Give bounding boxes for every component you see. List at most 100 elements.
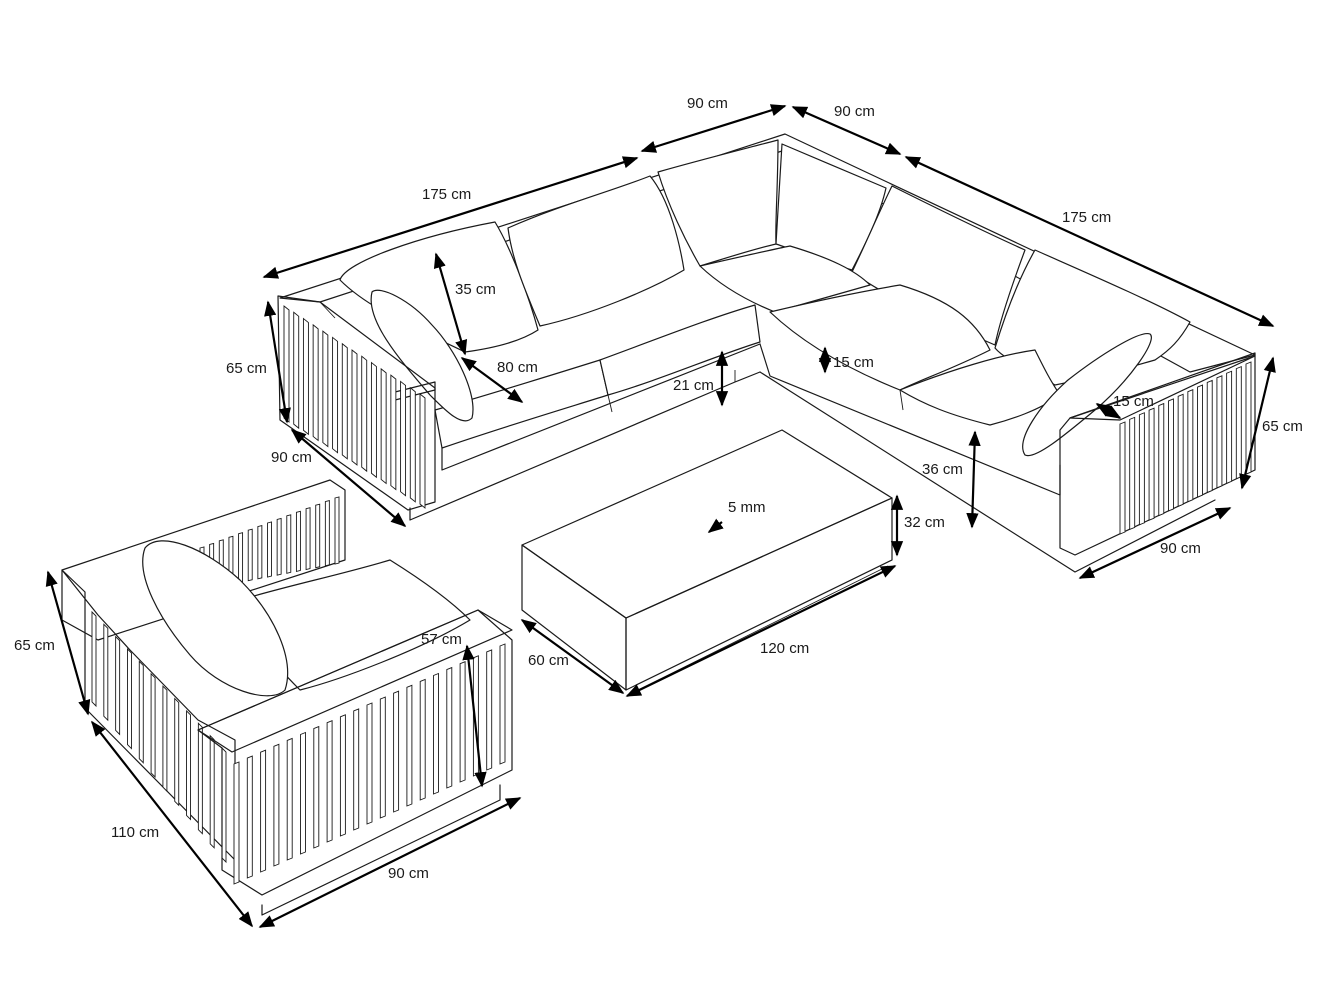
slat — [324, 499, 330, 567]
slat — [326, 720, 333, 843]
slat — [313, 725, 320, 849]
armchair-back-cushion — [142, 540, 289, 697]
slat — [276, 517, 282, 576]
dimension-labels: 90 cm 90 cm 175 cm 175 cm 35 cm 65 cm 80… — [14, 95, 1303, 882]
slat — [260, 749, 267, 873]
label-sofa-depth-right: 90 cm — [1160, 540, 1201, 557]
slat — [1187, 389, 1194, 503]
slat — [393, 690, 400, 813]
slat — [1216, 375, 1223, 489]
slat — [419, 678, 426, 801]
slat — [138, 660, 144, 764]
label-top-right-width: 90 cm — [834, 103, 875, 120]
slat — [361, 355, 368, 473]
arrow-table-length — [625, 565, 897, 697]
slat — [257, 524, 263, 580]
slat — [162, 685, 168, 793]
arrow-armrest-width — [1095, 403, 1122, 419]
slat — [238, 532, 244, 584]
slat — [103, 623, 109, 722]
slat — [286, 737, 293, 861]
slat — [339, 714, 346, 837]
slat — [293, 311, 300, 430]
slat — [486, 649, 493, 771]
slat — [419, 393, 426, 509]
slat — [174, 697, 180, 807]
table-top — [521, 429, 893, 619]
slat — [1148, 407, 1155, 521]
slat — [302, 317, 309, 436]
label-sofa-depth-left: 90 cm — [271, 449, 312, 466]
slat — [300, 731, 306, 855]
slat — [209, 734, 215, 849]
slat — [115, 635, 121, 736]
slat — [1197, 384, 1203, 498]
slat — [379, 696, 386, 819]
throw-pillows — [370, 289, 1152, 457]
arrow-armchair-width — [258, 797, 522, 928]
arrow-seat-depth — [460, 357, 524, 403]
label-glass-thickness: 5 mm — [728, 499, 766, 516]
slat — [1119, 421, 1126, 535]
slat — [380, 367, 387, 485]
arrow-glass-thickness — [707, 518, 724, 533]
coffee-table — [521, 429, 893, 695]
label-left-sofa-length: 175 cm — [422, 186, 471, 203]
slat — [370, 361, 377, 479]
slat — [315, 503, 321, 569]
slat — [1158, 402, 1165, 517]
label-armrest-width: 15 cm — [1113, 393, 1154, 410]
label-table-depth: 60 cm — [528, 652, 569, 669]
slat — [273, 743, 280, 867]
arrow-backrest-cushion-height — [433, 252, 468, 356]
dimension-arrows — [45, 104, 1276, 928]
slat — [1177, 393, 1184, 507]
label-armchair-depth: 110 cm — [111, 824, 159, 841]
sofa-right-arm-slats — [1119, 361, 1252, 535]
arrow-sofa-depth-right — [1078, 507, 1232, 579]
slat — [499, 643, 506, 765]
slat — [1129, 416, 1136, 531]
label-table-height: 32 cm — [904, 514, 945, 531]
slat — [305, 507, 311, 571]
slat — [341, 342, 348, 460]
slat — [406, 684, 413, 807]
label-seat-height-right: 36 cm — [922, 461, 963, 478]
slat — [390, 374, 397, 491]
slat — [334, 496, 340, 565]
slat — [246, 755, 253, 879]
slat — [1226, 370, 1233, 484]
slat — [186, 709, 191, 821]
slat — [351, 349, 358, 466]
table-side-face — [625, 497, 893, 691]
right-throw-pillow — [1022, 333, 1152, 457]
slat — [433, 672, 439, 795]
slat — [400, 380, 407, 497]
label-table-length: 120 cm — [760, 640, 809, 657]
slat — [197, 722, 203, 835]
label-seat-cushion-thickness: 15 cm — [833, 354, 874, 371]
arrow-sofa-height-right — [1239, 356, 1276, 490]
slat — [286, 514, 292, 574]
arrow-top-left-width — [640, 104, 787, 153]
label-backrest-cushion-height: 35 cm — [455, 281, 496, 298]
label-sofa-height-right: 65 cm — [1262, 418, 1303, 435]
slat — [1138, 412, 1145, 526]
slat — [295, 510, 301, 573]
arrow-armchair-height — [45, 570, 91, 716]
slat — [459, 661, 466, 783]
label-sofa-height-left: 65 cm — [226, 360, 267, 377]
arrow-table-depth — [520, 619, 625, 694]
slat — [1235, 365, 1242, 480]
slat — [127, 648, 132, 750]
slat — [247, 528, 253, 582]
slat — [233, 761, 240, 885]
label-top-left-width: 90 cm — [687, 95, 728, 112]
label-armchair-arm-height: 57 cm — [421, 631, 462, 648]
slat — [91, 610, 97, 708]
slat — [267, 521, 272, 578]
label-seat-height: 21 cm — [673, 377, 714, 394]
slat — [322, 330, 329, 448]
slat — [353, 708, 360, 831]
